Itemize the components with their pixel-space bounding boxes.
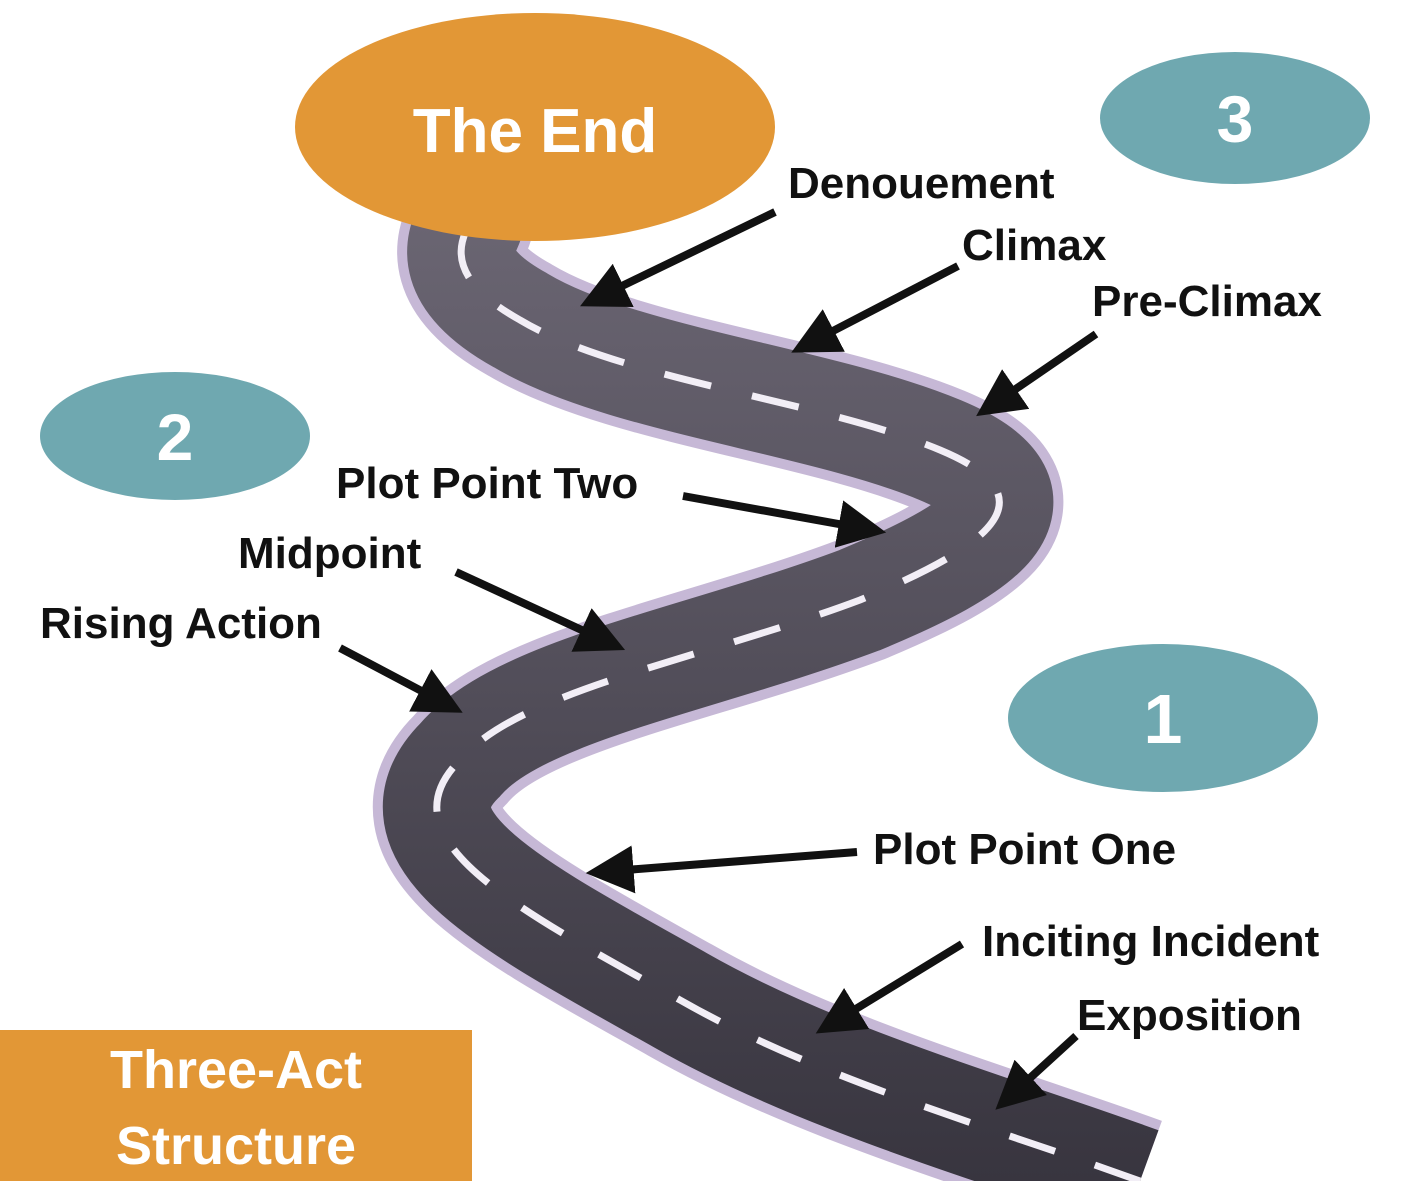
title-box-background xyxy=(0,1030,472,1181)
stage-label-inciting-incident: Inciting Incident xyxy=(982,917,1320,966)
arrow-midpoint xyxy=(454,568,626,652)
act-1-label: 1 xyxy=(1144,680,1183,758)
title-box: Three-Act Structure xyxy=(0,1030,472,1181)
stage-label-denouement: Denouement xyxy=(788,159,1055,208)
arrow-pre-climax xyxy=(976,330,1099,417)
road-center-line xyxy=(433,219,1142,1181)
act-3-oval xyxy=(1100,52,1370,184)
the-end-label: The End xyxy=(413,97,658,166)
stage-label-climax: Climax xyxy=(962,221,1107,270)
act-2-oval xyxy=(40,372,310,500)
stage-label-plot-point-one: Plot Point One xyxy=(873,825,1176,874)
stage-label-pre-climax: Pre-Climax xyxy=(1092,277,1322,326)
stage-arrows xyxy=(338,208,1099,1110)
stage-label-rising-action: Rising Action xyxy=(40,599,322,648)
the-end-oval xyxy=(295,13,775,241)
stage-label-plot-point-two: Plot Point Two xyxy=(336,459,638,508)
arrow-plot-point-one xyxy=(585,845,858,894)
stage-label-midpoint: Midpoint xyxy=(238,529,422,578)
act-1-oval xyxy=(1008,644,1318,792)
title-line-1: Three-Act xyxy=(110,1040,362,1100)
the-end-marker: The End xyxy=(295,13,775,241)
arrow-plot-point-two xyxy=(682,492,887,548)
act-marker-1: 1 xyxy=(1008,644,1318,792)
act-marker-2: 2 xyxy=(40,372,310,500)
arrow-denouement xyxy=(580,208,777,307)
arrow-climax xyxy=(791,262,960,353)
arrow-exposition xyxy=(995,1033,1079,1110)
act-marker-3: 3 xyxy=(1100,52,1370,184)
act-2-label: 2 xyxy=(157,400,194,474)
winding-road xyxy=(372,198,1162,1181)
stage-label-exposition: Exposition xyxy=(1077,991,1302,1040)
act-3-label: 3 xyxy=(1217,82,1254,156)
arrow-rising-action xyxy=(338,644,463,713)
arrow-inciting-incident xyxy=(815,940,965,1034)
title-line-2: Structure xyxy=(116,1116,356,1176)
